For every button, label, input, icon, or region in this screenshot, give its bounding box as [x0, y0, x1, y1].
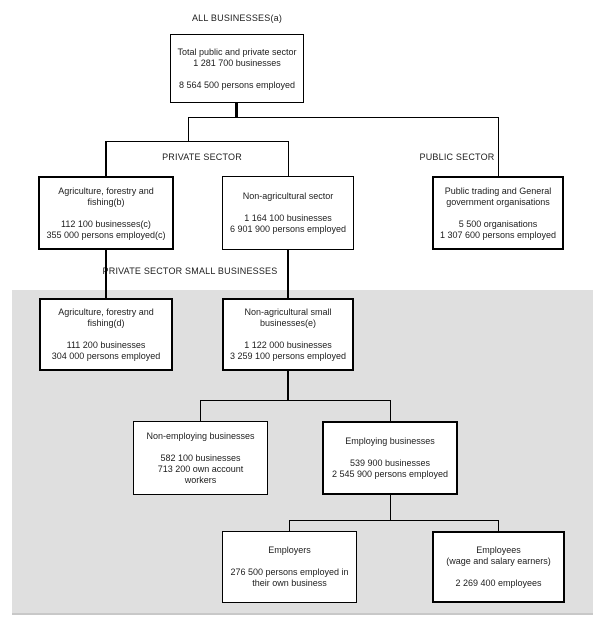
- private-sector-label: PRIVATE SECTOR: [162, 152, 242, 162]
- node-public-trading: Public trading and General government or…: [432, 176, 564, 250]
- node-non-employing: Non-employing businesses 582 100 busines…: [133, 421, 268, 495]
- connector-employers-drop: [289, 520, 290, 531]
- node-agriculture: Agriculture, forestry and fishing(b) 112…: [38, 176, 174, 250]
- diagram-title: ALL BUSINESSES(a): [191, 13, 283, 23]
- connector-smallbusiness-drop: [287, 371, 289, 401]
- node-total-businesses: Total public and private sector 1 281 70…: [170, 34, 304, 103]
- connector-agriculture-drop: [105, 141, 107, 176]
- connector-total-drop: [235, 103, 238, 118]
- small-businesses-label: PRIVATE SECTOR SMALL BUSINESSES: [102, 266, 278, 276]
- connector-employing-drop: [390, 400, 391, 421]
- connector-employer-split-horizontal: [289, 520, 499, 521]
- connector-private-split-horizontal: [106, 141, 289, 142]
- connector-private-drop: [188, 117, 189, 142]
- connector-nonagricultural-drop: [288, 141, 289, 176]
- connector-nonagricultural-small-drop: [287, 250, 289, 298]
- connector-public-drop: [498, 117, 499, 176]
- node-employing: Employing businesses 539 900 businesses …: [322, 421, 458, 495]
- node-agriculture-small: Agriculture, forestry and fishing(d) 111…: [39, 298, 173, 371]
- connector-agriculture-small-drop: [105, 250, 107, 298]
- node-non-agricultural-small: Non-agricultural small businesses(e) 1 1…: [222, 298, 354, 371]
- connector-sector-split-horizontal: [188, 117, 499, 118]
- node-employees: Employees (wage and salary earners) 2 26…: [432, 531, 565, 603]
- connector-employment-split-horizontal: [200, 400, 391, 401]
- connector-nonemploying-drop: [200, 400, 201, 421]
- connector-employees-drop: [498, 520, 499, 531]
- public-sector-label: PUBLIC SECTOR: [419, 152, 495, 162]
- connector-employing-bottom-drop: [390, 495, 391, 521]
- node-employers: Employers 276 500 persons employed in th…: [222, 531, 357, 603]
- node-non-agricultural: Non-agricultural sector 1 164 100 busine…: [222, 176, 354, 250]
